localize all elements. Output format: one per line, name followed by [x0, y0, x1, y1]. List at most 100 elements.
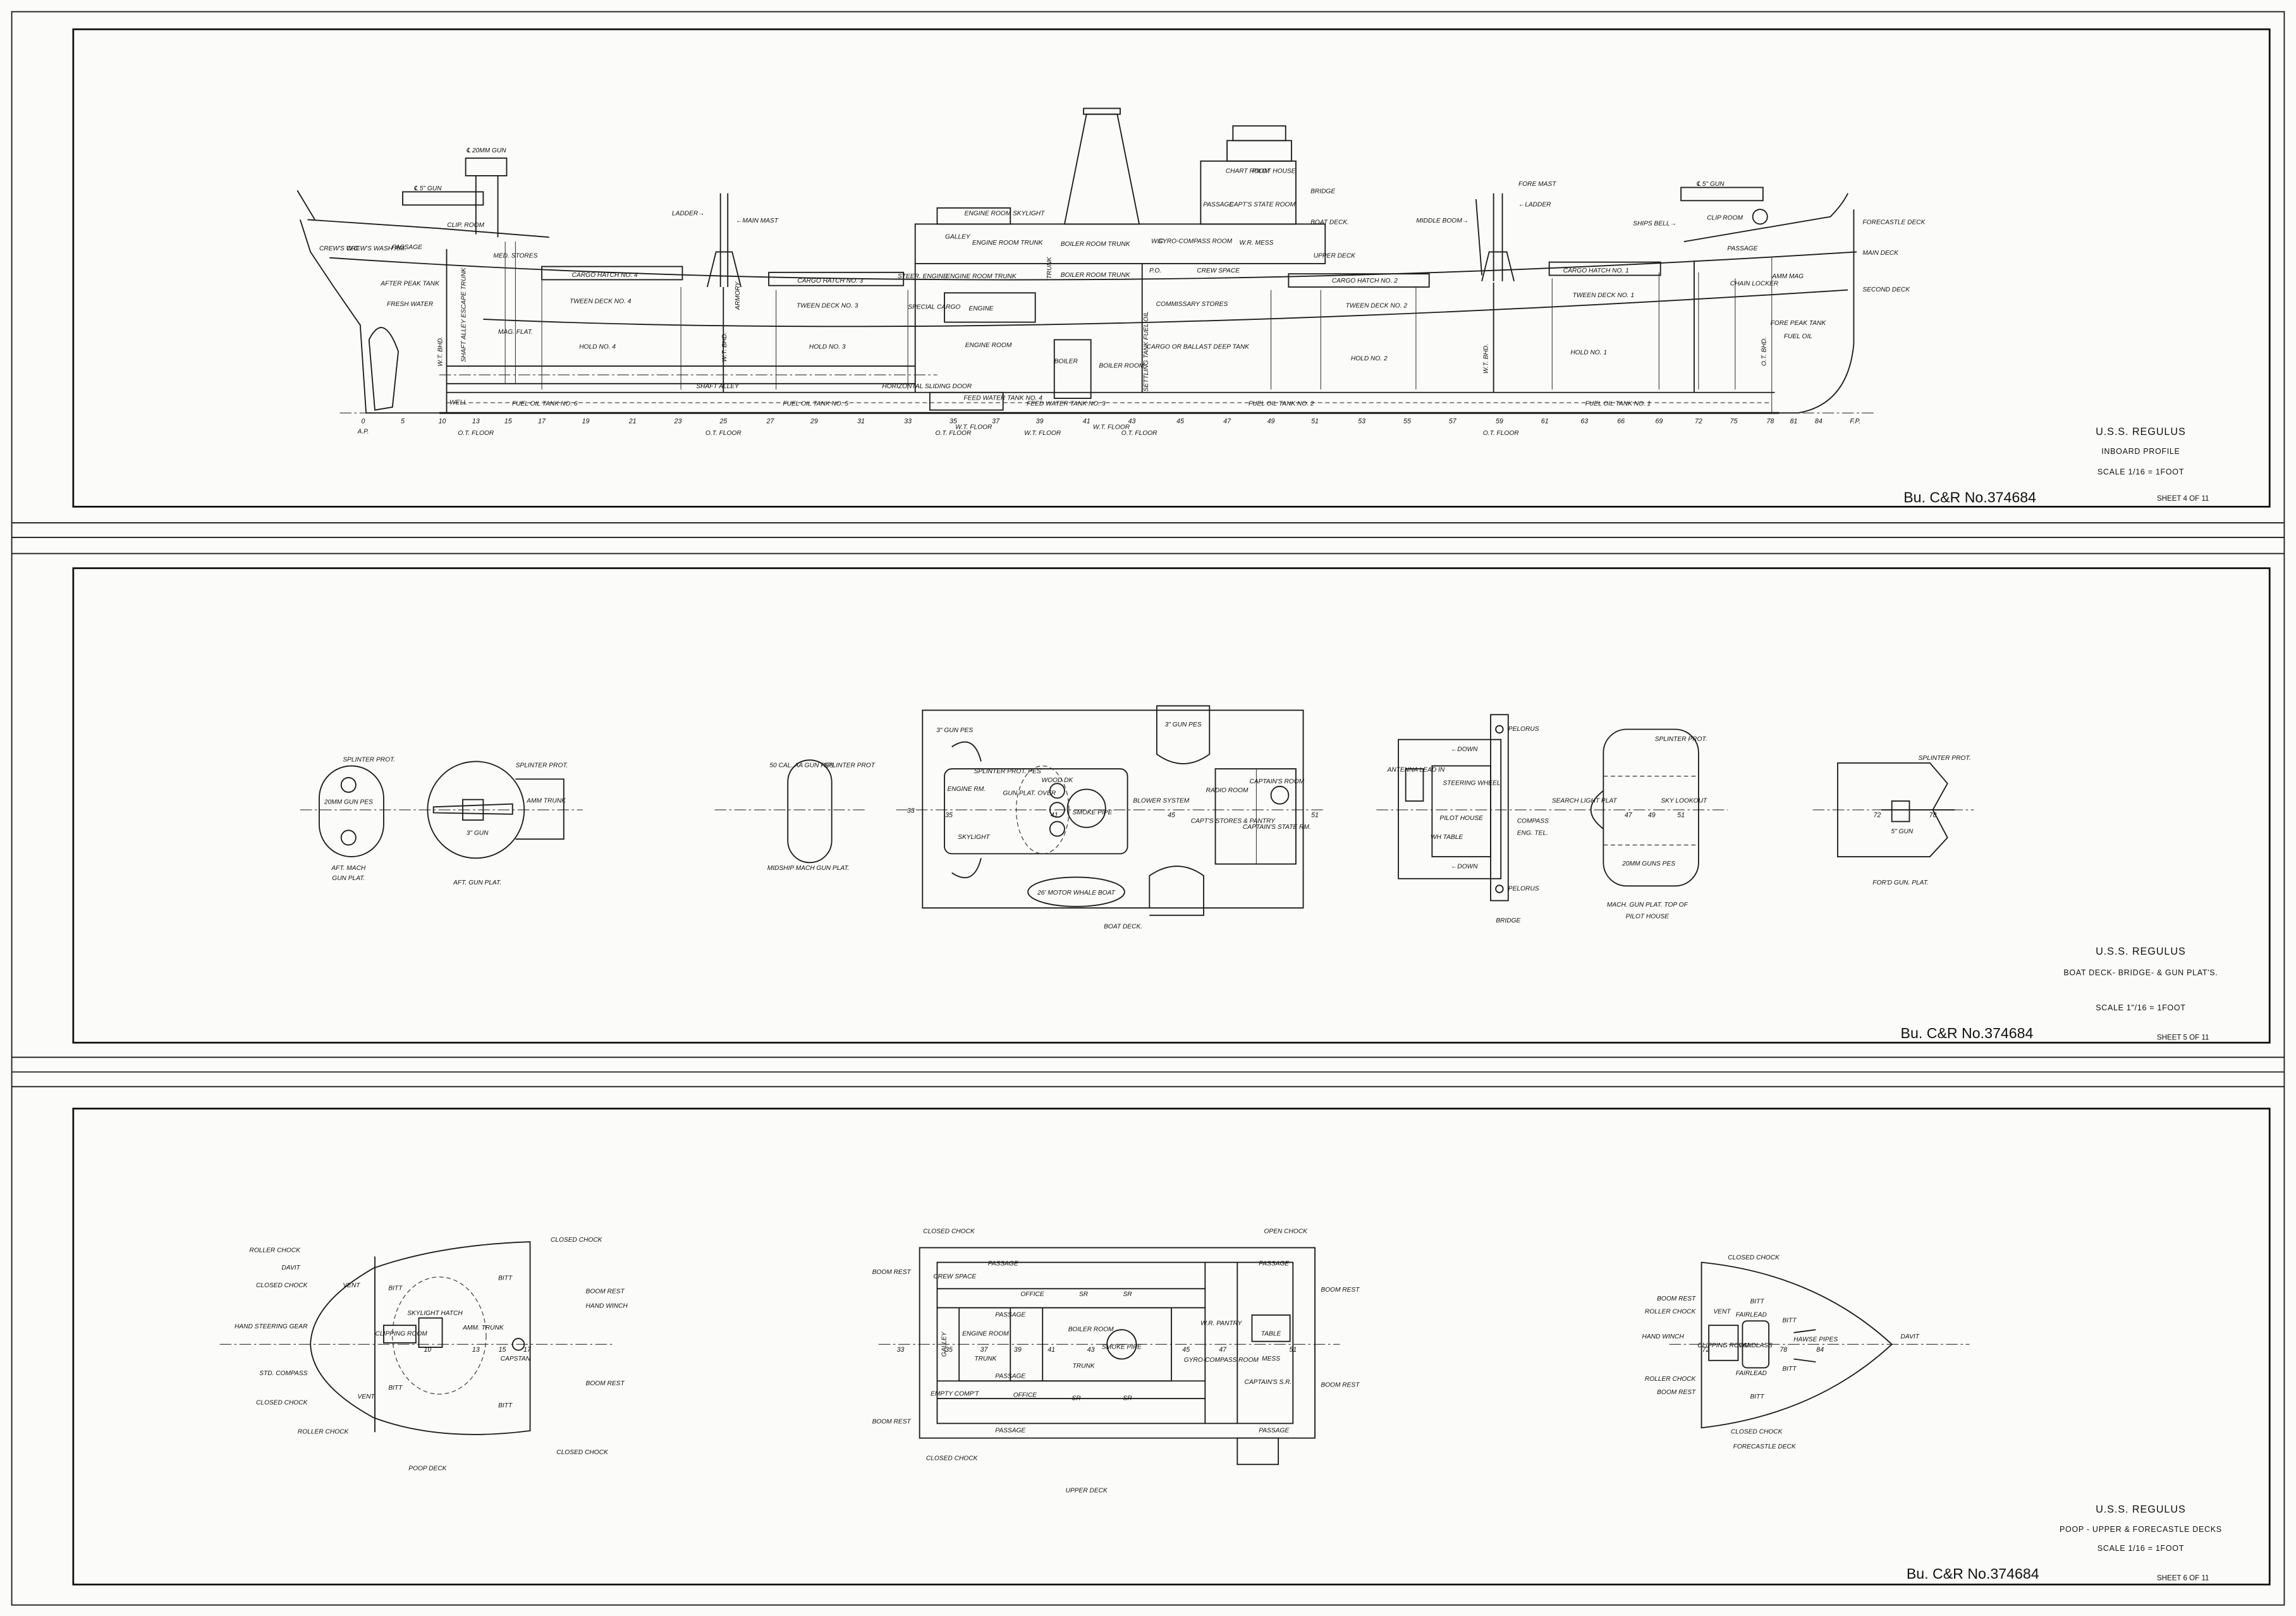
drawing-label: BITT — [388, 1285, 403, 1292]
frame-number: 29 — [810, 417, 818, 425]
scale-note: SCALE 1/16 = 1FOOT — [2098, 1544, 2184, 1553]
drawing-label: ℄ 5" GUN — [1696, 181, 1725, 188]
drawing-label: ROLLER CHOCK — [1645, 1376, 1697, 1383]
frame-number: 51 — [1677, 811, 1685, 819]
drawing-label: COMPASS — [1517, 818, 1549, 825]
drawing-label: BOOM REST — [1321, 1287, 1360, 1294]
drawing-label: HORIZONTAL SLIDING DOOR — [882, 383, 972, 390]
frame-number: 35 — [945, 1346, 953, 1354]
drawing-label: FAIRLEAD — [1736, 1311, 1768, 1318]
frame-number: 25 — [719, 417, 727, 425]
drawing-label: BOILER ROOM TRUNK — [1061, 272, 1131, 279]
frame-number: 19 — [582, 417, 590, 425]
frame-number: 27 — [766, 417, 774, 425]
frame-number: 78 — [1766, 417, 1774, 425]
deck-plans — [219, 1241, 1970, 1466]
drawing-label: SMOKE PIPE — [1073, 809, 1113, 816]
drawing-number: Bu. C&R No.374684 — [1901, 1025, 2034, 1041]
poop-deck-outline — [310, 1241, 531, 1435]
drawing-label: W.R. PANTRY — [1200, 1320, 1242, 1327]
drawing-label: 20MM GUNS PES — [1621, 860, 1675, 867]
drawing-label: PILOT HOUSE — [1252, 168, 1296, 174]
drawing-label: 50 CAL. AA GUN PES. — [769, 762, 835, 769]
drawing-label: BOOM REST — [1657, 1389, 1696, 1396]
drawing-label: ARMORY — [735, 281, 742, 311]
drawing-label: UPPER DECK — [1314, 253, 1356, 260]
drawing-label: W.T. BHD. — [1482, 344, 1489, 374]
frame-number: 72 — [1702, 1346, 1710, 1354]
frame-number: 47 — [1625, 811, 1633, 819]
drawing-label: WELL — [449, 399, 467, 406]
drawing-label: BITT — [1750, 1298, 1765, 1305]
frame-number: 84 — [1815, 417, 1823, 425]
drawing-label: FUEL OIL TANK NO. 6 — [512, 401, 578, 408]
drawing-label: TWEEN DECK NO. 1 — [1573, 292, 1634, 299]
drawing-label: BITT — [498, 1275, 513, 1282]
drawing-label: 3" GUN PES — [1165, 721, 1202, 728]
drawing-label: SHAFT ALLEY — [696, 383, 740, 390]
mach-gun-platform — [1603, 728, 1699, 887]
drawing-label: HOLD NO. 3 — [809, 343, 846, 350]
drawing-label: STD. COMPASS — [259, 1370, 307, 1377]
drawing-label: CAPTAIN'S STATE RM. — [1243, 824, 1311, 831]
frame-number: 41 — [1083, 417, 1090, 425]
drawing-label: WOOD DK — [1041, 777, 1073, 784]
drawing-label: FORECASTLE DECK — [1862, 219, 1926, 226]
drawing-label: AFT. MACH — [331, 865, 366, 872]
frame-number: 47 — [1219, 1346, 1227, 1354]
drawing-label: SHAFT ALLEY ESCAPE TRUNK — [461, 267, 468, 362]
drawing-label: CLOSED CHOCK — [256, 1399, 308, 1406]
drawing-label: BOILER ROOM — [1099, 362, 1144, 369]
drawing-label: SR — [1072, 1395, 1081, 1402]
drawing-label: ℄ 20MM GUN — [466, 147, 506, 154]
frame-number: 51 — [1311, 417, 1319, 425]
frame-number: 21 — [628, 417, 637, 425]
drawing-label: AFT. GUN PLAT. — [453, 879, 501, 886]
drawing-label: 3" GUN PES — [936, 727, 973, 734]
frame-number: 10 — [439, 417, 446, 425]
drawing-label: ENGINE ROOM TRUNK — [972, 240, 1044, 247]
drawing-label: CARGO HATCH NO. 2 — [1332, 278, 1398, 285]
drawing-label: PELORUS — [1508, 885, 1539, 892]
drawing-label: PASSAGE — [995, 1311, 1025, 1318]
frame-number: 33 — [897, 1346, 905, 1354]
frame-number: 15 — [499, 1346, 506, 1354]
frame-number: 53 — [1358, 417, 1365, 425]
frame-number: 0 — [362, 417, 365, 425]
drawing-label: STEER. ENGINE — [898, 273, 948, 280]
drawing-label: FUEL OIL TANK NO. 1 — [1585, 401, 1651, 408]
drawing-label: FEED WATER TANK NO. 4 — [963, 395, 1042, 401]
drawing-label: WH TABLE — [1431, 834, 1463, 841]
drawing-label: FUEL OIL — [1784, 333, 1812, 340]
drawing-label: PILOT HOUSE — [1626, 913, 1670, 920]
drawing-label: BOILER ROOM — [1068, 1326, 1114, 1333]
frame-number: 33 — [904, 417, 912, 425]
floor-note: W.T. FLOOR — [1093, 424, 1130, 431]
frame-number: 45 — [1182, 1346, 1190, 1354]
drawing-label: TWEEN DECK NO. 4 — [570, 298, 632, 305]
drawing-label: PASSAGE — [392, 244, 422, 251]
drawing-label: MACH. GUN PLAT. TOP OF — [1607, 902, 1688, 909]
drawing-label: ENGINE ROOM — [965, 342, 1012, 349]
drawing-label: BOOM REST — [872, 1269, 912, 1276]
frame-number: 55 — [1403, 417, 1411, 425]
drawing-label: SHIPS BELL→ — [1633, 221, 1676, 228]
frame-number: 49 — [1267, 417, 1275, 425]
drawing-label: CLOSED CHOCK — [1731, 1429, 1783, 1436]
drawing-label: ←DOWN — [1451, 746, 1478, 753]
drawing-label: GALLEY — [945, 234, 971, 241]
drawing-label: VENT — [343, 1282, 360, 1289]
frame-number: 45 — [1168, 811, 1175, 819]
drawing-label: MIDDLE BOOM→ — [1416, 217, 1469, 224]
sheet-number: SHEET 6 OF 11 — [2157, 1574, 2209, 1582]
title-block-sheet-6: U.S.S. REGULUS POOP - UPPER & FORECASTLE… — [1907, 1504, 2221, 1582]
drawing-label: CARGO HATCH NO. 1 — [1563, 267, 1629, 274]
drawing-label: HOLD NO. 2 — [1351, 355, 1388, 362]
drawing-label: SETTLING TANK FUEL OIL — [1143, 311, 1150, 391]
drawing-label: 5" GUN — [1891, 828, 1913, 835]
drawing-label: BOAT DECK. — [1310, 219, 1349, 226]
frame-number: 51 — [1311, 811, 1319, 819]
drawing-label: BOOM REST — [586, 1380, 625, 1387]
